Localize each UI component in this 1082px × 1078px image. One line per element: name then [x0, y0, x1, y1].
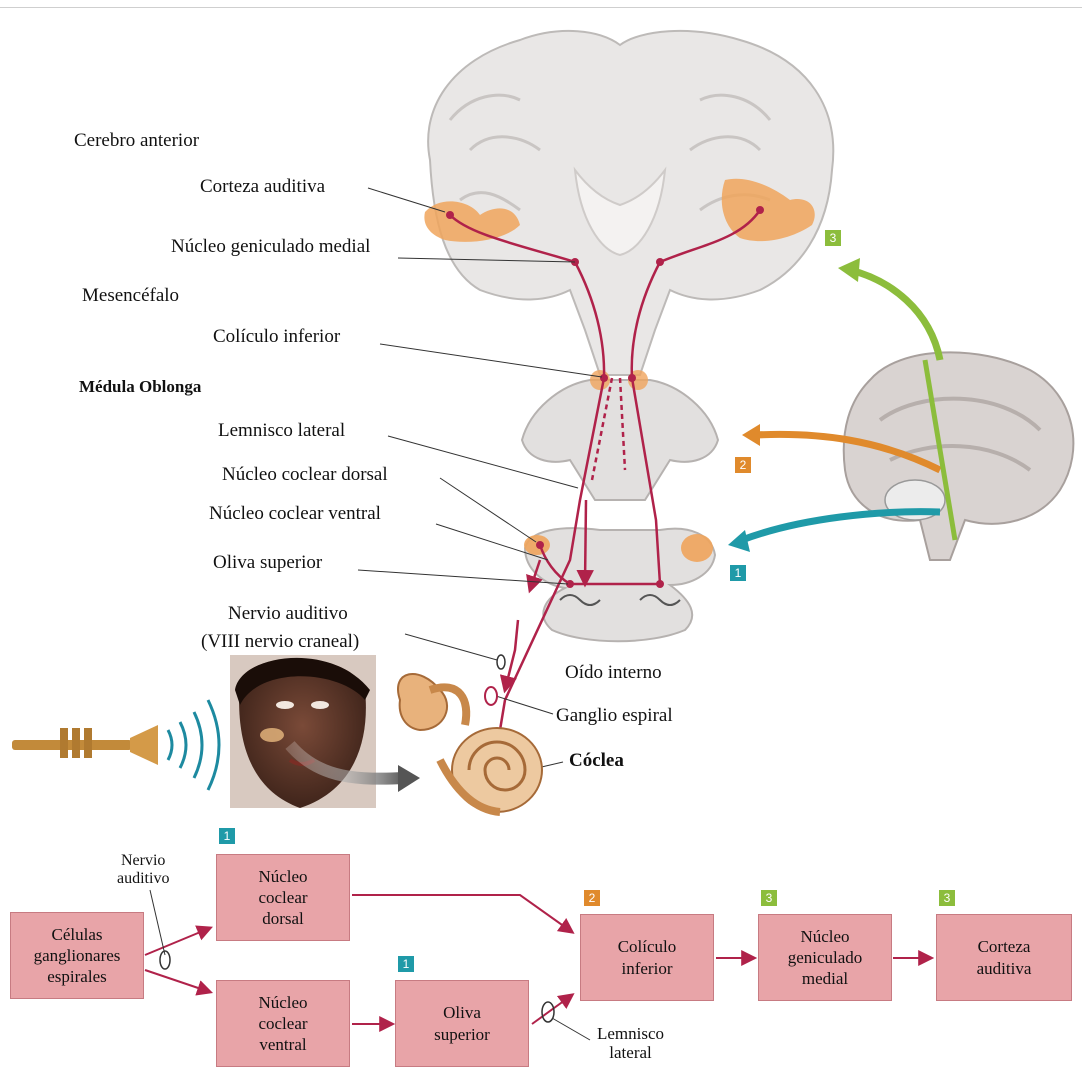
flow-label-lemnisco-lateral: Lemnisco lateral [597, 1025, 664, 1062]
label-corteza-auditiva: Corteza auditiva [200, 177, 325, 198]
flow-nervio-line1: Nervio [117, 852, 169, 870]
label-coclea: Cóclea [569, 751, 624, 772]
nerve-marker [497, 655, 505, 669]
box-line: Núcleo [258, 866, 307, 887]
tag-3-corteza: 3 [939, 890, 955, 906]
box-line: Corteza [977, 936, 1032, 957]
label-nucleo-coclear-dorsal: Núcleo coclear dorsal [222, 465, 388, 486]
box-line: coclear [258, 887, 307, 908]
box-line: ventral [258, 1034, 307, 1055]
tag-2-coliculo: 2 [584, 890, 600, 906]
spiral-ganglion-marker [485, 687, 497, 705]
box-line: coclear [258, 1013, 307, 1034]
box-line: ganglionares [34, 945, 121, 966]
flow-lemnisco-line2: lateral [597, 1044, 664, 1063]
box-line: superior [434, 1024, 490, 1045]
box-line: Colículo [618, 936, 677, 957]
coronal-brain-section [424, 31, 833, 375]
label-mesencefalo: Mesencéfalo [82, 286, 179, 307]
box-line: auditiva [977, 958, 1032, 979]
tag-3-side: 3 [825, 230, 841, 246]
trumpet-image [12, 700, 219, 790]
tag-3-geniculado: 3 [761, 890, 777, 906]
box-line: inferior [618, 958, 677, 979]
box-line: Células [34, 924, 121, 945]
label-nucleo-coclear-ventral: Núcleo coclear ventral [209, 504, 381, 525]
label-medula-oblonga: Médula Oblonga [79, 378, 201, 397]
tag-1-side: 1 [730, 565, 746, 581]
inner-ear-image [398, 674, 542, 812]
sagittal-brain [844, 352, 1074, 560]
label-oido-interno: Oído interno [565, 663, 662, 684]
label-cerebro-anterior: Cerebro anterior [74, 131, 199, 152]
box-line: Oliva [434, 1002, 490, 1023]
box-line: espirales [34, 966, 121, 987]
tag-1-dorsal: 1 [219, 828, 235, 844]
label-nucleo-geniculado-medial: Núcleo geniculado medial [171, 237, 370, 258]
label-oliva-superior: Oliva superior [213, 553, 322, 574]
box-line: Núcleo [258, 992, 307, 1013]
tag-1-oliva: 1 [398, 956, 414, 972]
label-nervio-auditivo: Nervio auditivo [228, 604, 348, 625]
label-ganglio-espiral: Ganglio espiral [556, 706, 673, 727]
box-line: medial [788, 968, 863, 989]
label-viii-nervio-craneal: (VIII nervio craneal) [201, 632, 359, 653]
flow-nervio-line2: auditivo [117, 870, 169, 888]
box-line: Núcleo [788, 926, 863, 947]
label-lemnisco-lateral: Lemnisco lateral [218, 421, 345, 442]
tag-2-side: 2 [735, 457, 751, 473]
box-line: dorsal [258, 908, 307, 929]
flow-label-nervio-auditivo: Nervio auditivo [117, 852, 169, 887]
flow-lemnisco-line1: Lemnisco [597, 1025, 664, 1044]
box-line: geniculado [788, 947, 863, 968]
face-image [230, 655, 376, 808]
label-coliculo-inferior: Colículo inferior [213, 327, 340, 348]
